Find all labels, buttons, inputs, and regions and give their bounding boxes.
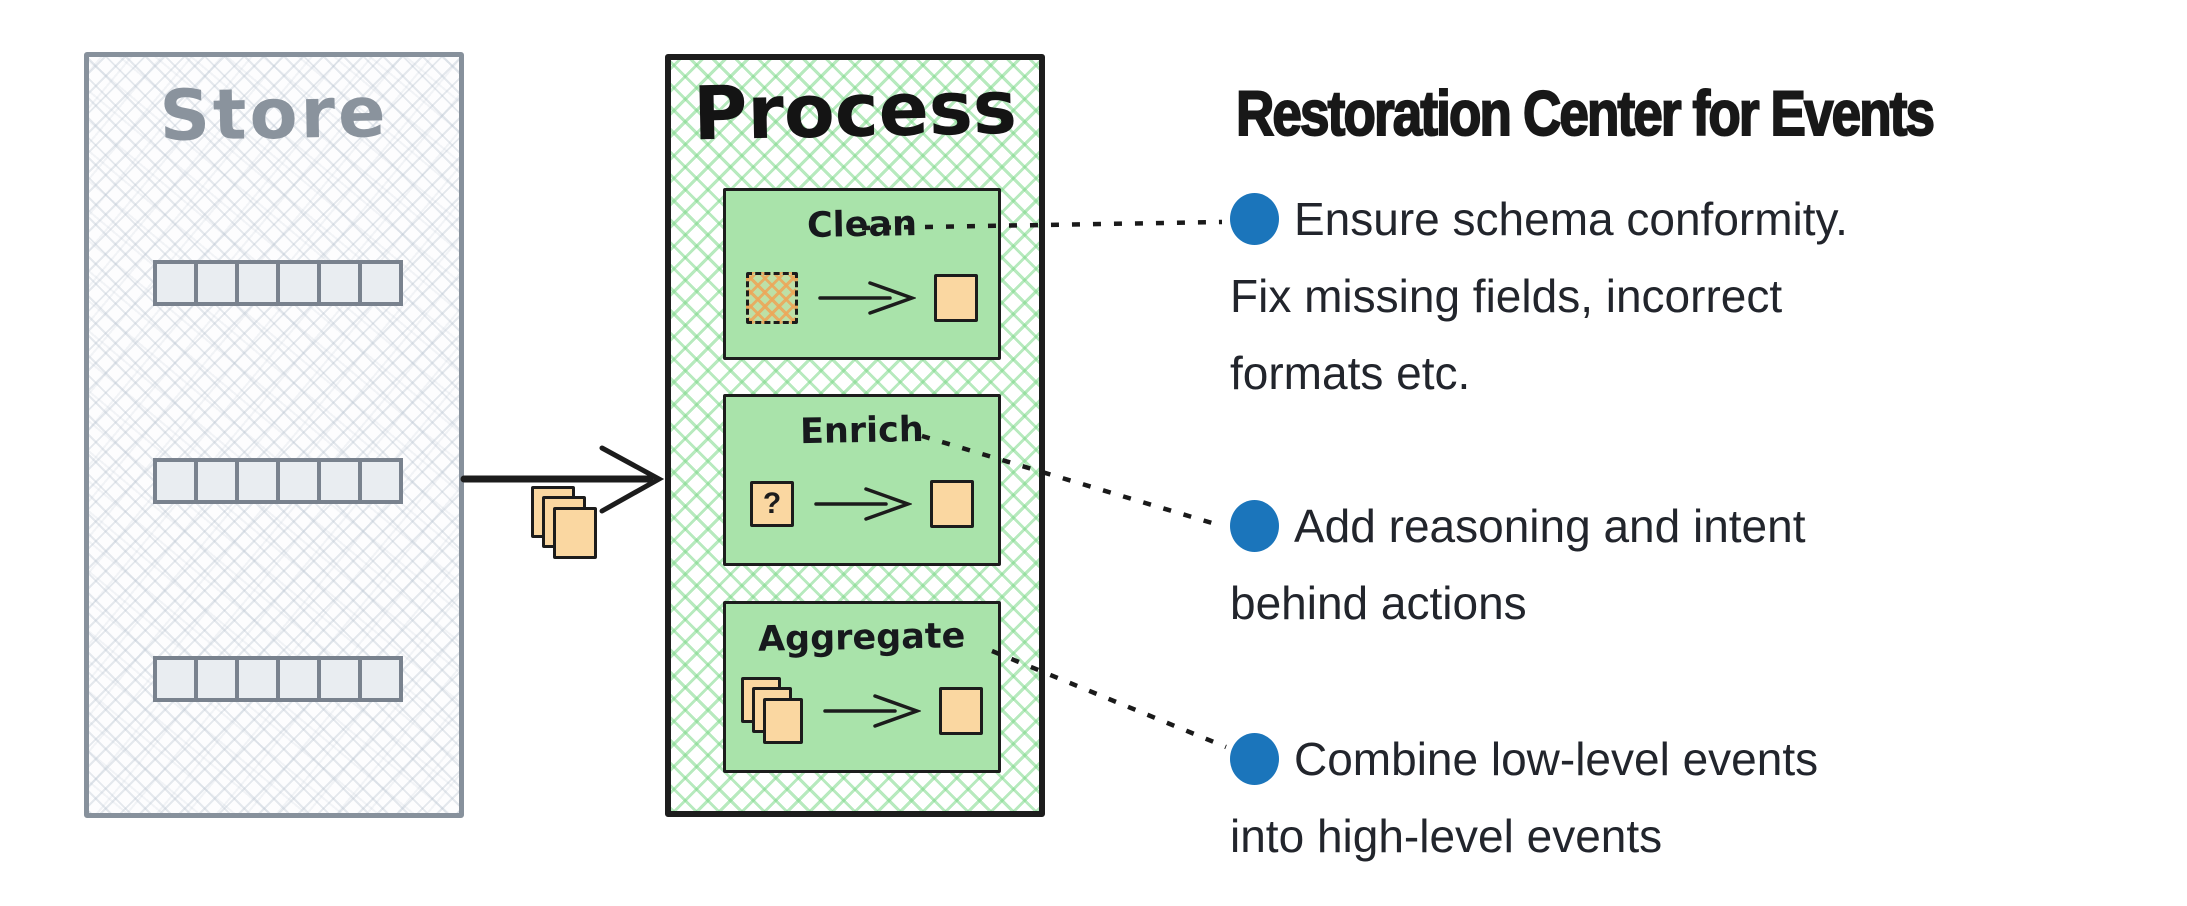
- bullet-text: Add reasoning and intent behind actions: [1230, 500, 1806, 629]
- event-strip: [153, 458, 403, 504]
- enriched-event-icon: [930, 480, 974, 528]
- step-enrich: Enrich ?: [723, 394, 1001, 566]
- bullet-dot-icon: [1230, 193, 1279, 245]
- event-cell: [317, 656, 362, 702]
- event-cell: [235, 656, 280, 702]
- bullet-item-clean: Ensure schema conformity. Fix missing fi…: [1230, 181, 2150, 412]
- aggregate-icon-row: [741, 652, 983, 770]
- unknown-event-icon: ?: [750, 481, 794, 527]
- event-cell: [194, 260, 239, 306]
- process-box: Process Clean Enrich ?: [665, 54, 1045, 817]
- step-label-enrich: Enrich: [799, 409, 925, 453]
- process-title: Process: [692, 64, 1018, 158]
- question-mark: ?: [762, 487, 782, 520]
- store-box: Store: [84, 52, 464, 818]
- clean-event-icon: [934, 274, 978, 322]
- event-cards-stack: [531, 486, 599, 560]
- event-cell: [194, 656, 239, 702]
- step-aggregate: Aggregate: [723, 601, 1001, 773]
- dirty-event-icon: [746, 272, 798, 324]
- bullet-dot-icon: [1230, 500, 1279, 552]
- event-cell: [317, 458, 362, 504]
- event-cell: [276, 458, 321, 504]
- transform-arrow-icon: [814, 487, 912, 521]
- bullet-item-enrich: Add reasoning and intent behind actions: [1230, 488, 2150, 642]
- event-cell: [235, 260, 280, 306]
- event-cell: [358, 656, 403, 702]
- event-cell: [153, 260, 198, 306]
- store-title: Store: [158, 71, 390, 157]
- event-cell: [317, 260, 362, 306]
- event-cell: [153, 458, 198, 504]
- step-clean: Clean: [723, 188, 1001, 360]
- step-label-aggregate: Aggregate: [757, 616, 967, 660]
- bullet-item-aggregate: Combine low-level events into high-level…: [1230, 721, 2150, 875]
- enrich-icon-row: ?: [750, 445, 974, 563]
- event-strip: [153, 260, 403, 306]
- event-cell: [153, 656, 198, 702]
- event-card: [763, 698, 803, 744]
- event-stack-icon: [741, 677, 803, 745]
- bullet-text: Ensure schema conformity. Fix missing fi…: [1230, 193, 1848, 399]
- clean-icon-row: [746, 239, 978, 357]
- event-cell: [358, 260, 403, 306]
- transform-arrow-icon: [823, 694, 921, 728]
- event-cell: [276, 656, 321, 702]
- flow-arrow-head: [599, 445, 665, 514]
- event-cell: [194, 458, 239, 504]
- bullet-text: Combine low-level events into high-level…: [1230, 733, 1819, 862]
- transform-arrow-icon: [818, 281, 916, 315]
- event-cell: [358, 458, 403, 504]
- panel-title: Restoration Center for Events: [1235, 78, 1936, 150]
- event-strip: [153, 656, 403, 702]
- aggregated-event-icon: [939, 687, 983, 735]
- event-cell: [235, 458, 280, 504]
- event-cell: [276, 260, 321, 306]
- event-card: [553, 507, 597, 559]
- bullet-dot-icon: [1230, 733, 1279, 785]
- step-label-clean: Clean: [806, 204, 918, 246]
